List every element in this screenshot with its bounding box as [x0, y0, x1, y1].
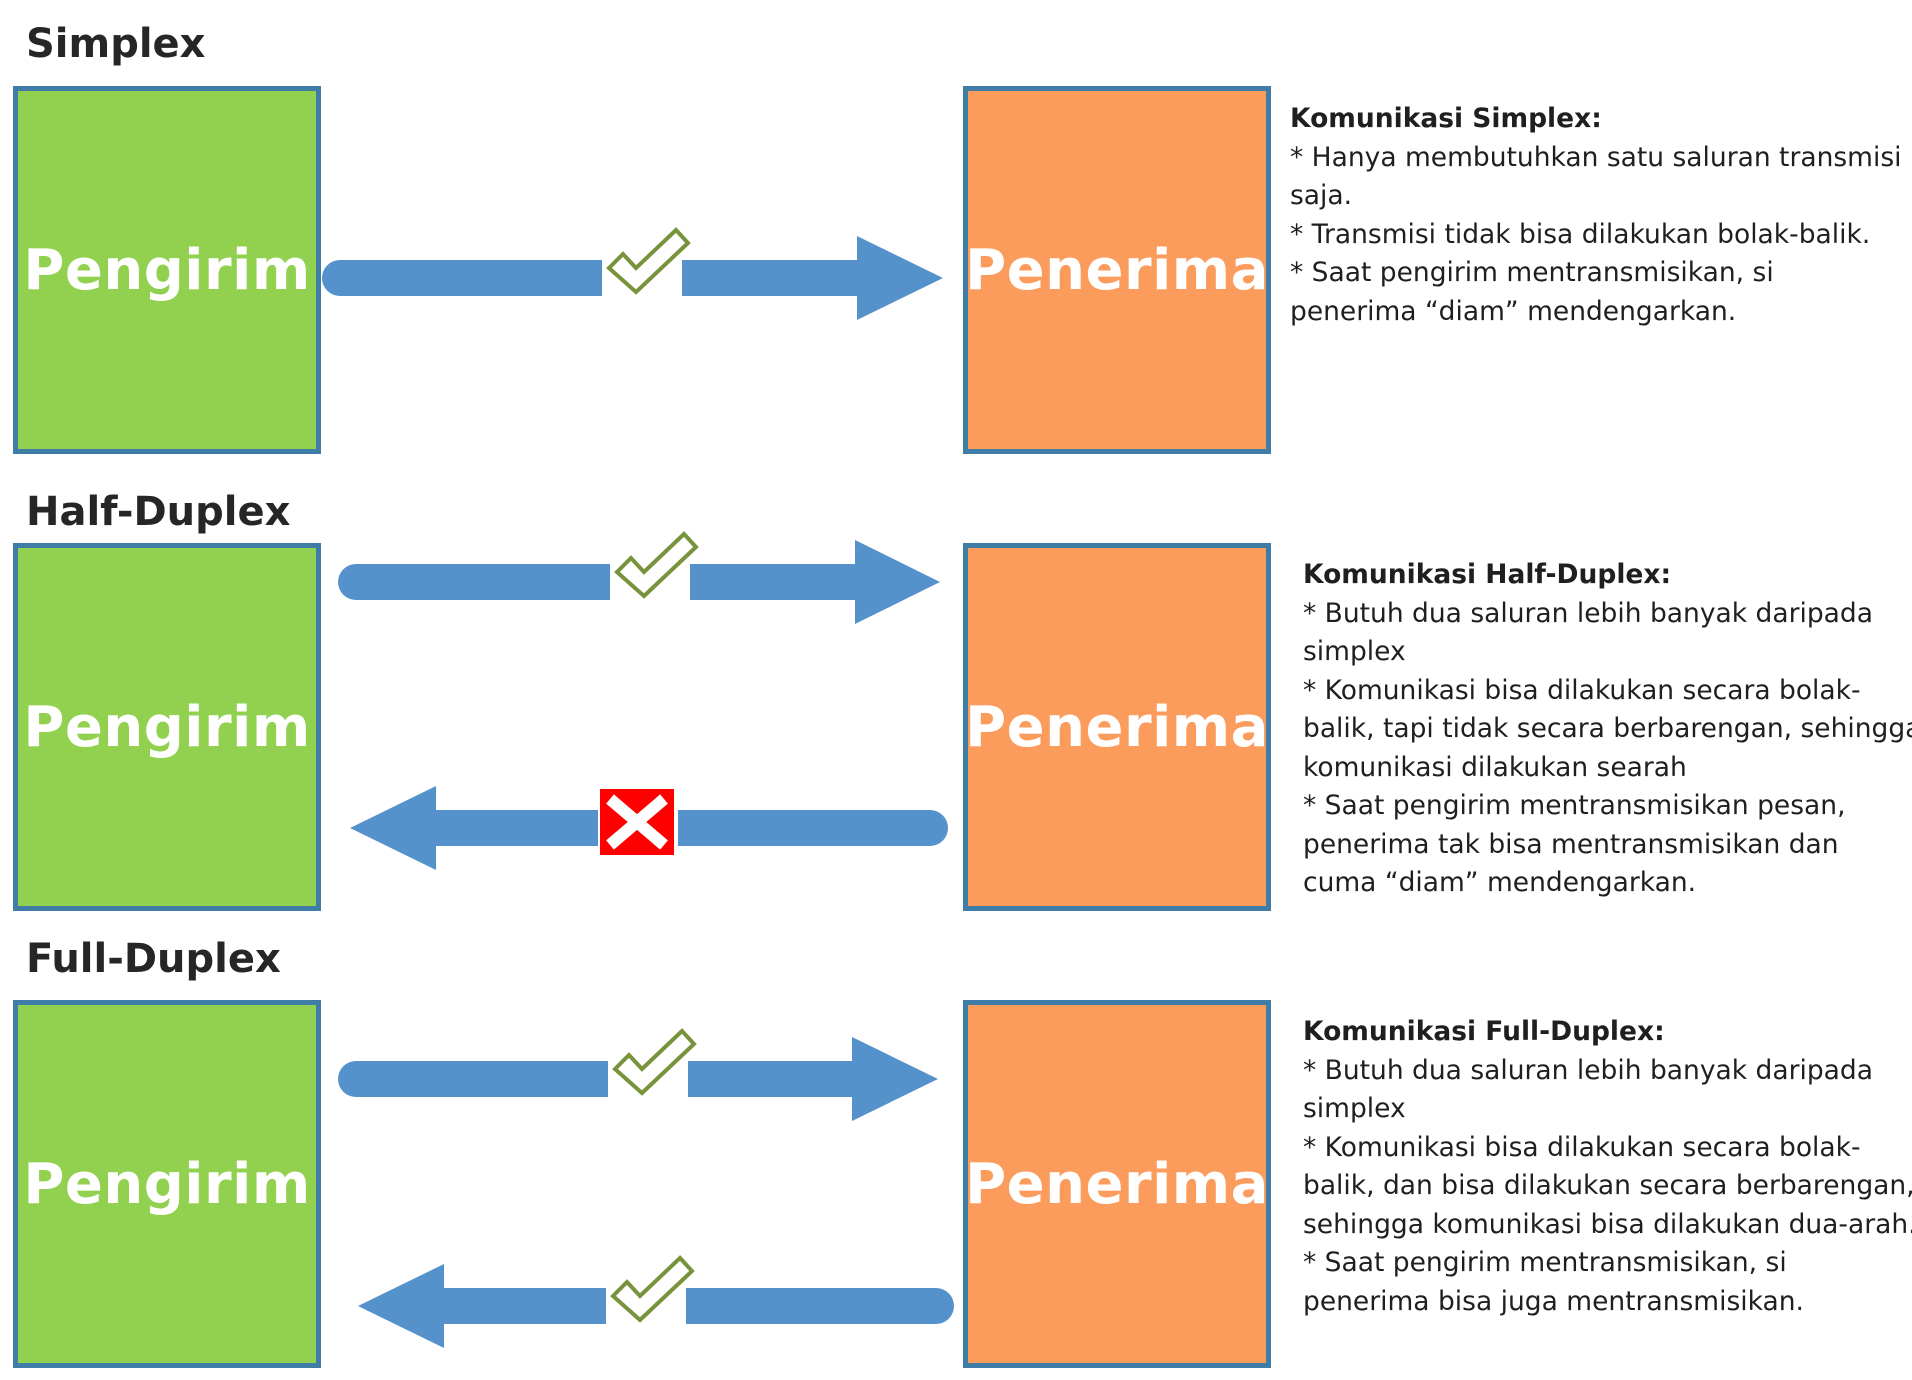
description-line: penerima “diam” mendengarkan. — [1290, 295, 1737, 327]
description-heading: Komunikasi Full-Duplex: — [1303, 1016, 1665, 1047]
receiver-box-simplex: Penerima — [963, 86, 1271, 454]
check-icon — [606, 227, 691, 295]
forward-arrow-full-duplex — [338, 1037, 938, 1121]
sender-label: Pengirim — [23, 694, 311, 760]
description-line: * Saat pengirim mentransmisikan, si — [1290, 257, 1774, 288]
section-title-half-duplex: Half-Duplex — [26, 489, 291, 535]
description-line: komunikasi dilakukan searah — [1303, 751, 1687, 783]
description-full-duplex: Komunikasi Full-Duplex: * Butuh dua salu… — [1303, 1013, 1912, 1321]
section-title-full-duplex: Full-Duplex — [26, 936, 281, 982]
check-icon — [614, 531, 699, 599]
backward-arrow-full-duplex — [358, 1264, 954, 1348]
receiver-label: Penerima — [965, 1151, 1269, 1217]
description-line: * Butuh dua saluran lebih banyak daripad… — [1303, 597, 1873, 629]
description-line: * Saat pengirim mentransmisikan pesan, — [1303, 790, 1846, 821]
description-simplex: Komunikasi Simplex: * Hanya membutuhkan … — [1290, 100, 1902, 331]
description-line: * Hanya membutuhkan satu saluran transmi… — [1290, 141, 1902, 173]
cross-icon — [600, 789, 674, 855]
receiver-box-full-duplex: Penerima — [963, 1000, 1271, 1368]
description-line: simplex — [1303, 1093, 1406, 1124]
forward-arrow-simplex — [322, 236, 943, 320]
description-line: penerima bisa juga mentransmisikan. — [1303, 1285, 1804, 1317]
description-line: * Saat pengirim mentransmisikan, si — [1303, 1247, 1787, 1278]
forward-arrow-half-duplex — [338, 540, 940, 624]
description-half-duplex: Komunikasi Half-Duplex: * Butuh dua salu… — [1303, 556, 1912, 903]
backward-arrow-half-duplex — [350, 786, 948, 870]
description-line: * Transmisi tidak bisa dilakukan bolak-b… — [1290, 218, 1871, 250]
description-heading: Komunikasi Simplex: — [1290, 103, 1602, 134]
description-line: saja. — [1290, 180, 1353, 211]
receiver-label: Penerima — [965, 694, 1269, 760]
description-heading: Komunikasi Half-Duplex: — [1303, 559, 1672, 590]
description-line: * Komunikasi bisa dilakukan secara bolak… — [1303, 674, 1861, 706]
description-line: sehingga komunikasi bisa dilakukan dua-a… — [1303, 1208, 1912, 1240]
description-line: * Komunikasi bisa dilakukan secara bolak… — [1303, 1131, 1861, 1163]
receiver-label: Penerima — [965, 237, 1269, 303]
section-title-simplex: Simplex — [26, 21, 206, 67]
description-line: cuma “diam” mendengarkan. — [1303, 867, 1697, 898]
sender-box-simplex: Pengirim — [13, 86, 321, 454]
check-icon — [610, 1255, 695, 1323]
sender-box-full-duplex: Pengirim — [13, 1000, 321, 1368]
sender-label: Pengirim — [23, 1151, 311, 1217]
description-line: * Butuh dua saluran lebih banyak daripad… — [1303, 1054, 1873, 1086]
description-line: penerima tak bisa mentransmisikan dan — [1303, 828, 1839, 860]
sender-box-half-duplex: Pengirim — [13, 543, 321, 911]
check-icon — [612, 1028, 697, 1096]
receiver-box-half-duplex: Penerima — [963, 543, 1271, 911]
description-line: balik, dan bisa dilakukan secara berbare… — [1303, 1170, 1912, 1201]
description-line: simplex — [1303, 636, 1406, 667]
sender-label: Pengirim — [23, 237, 311, 303]
description-line: balik, tapi tidak secara berbarengan, se… — [1303, 713, 1912, 744]
